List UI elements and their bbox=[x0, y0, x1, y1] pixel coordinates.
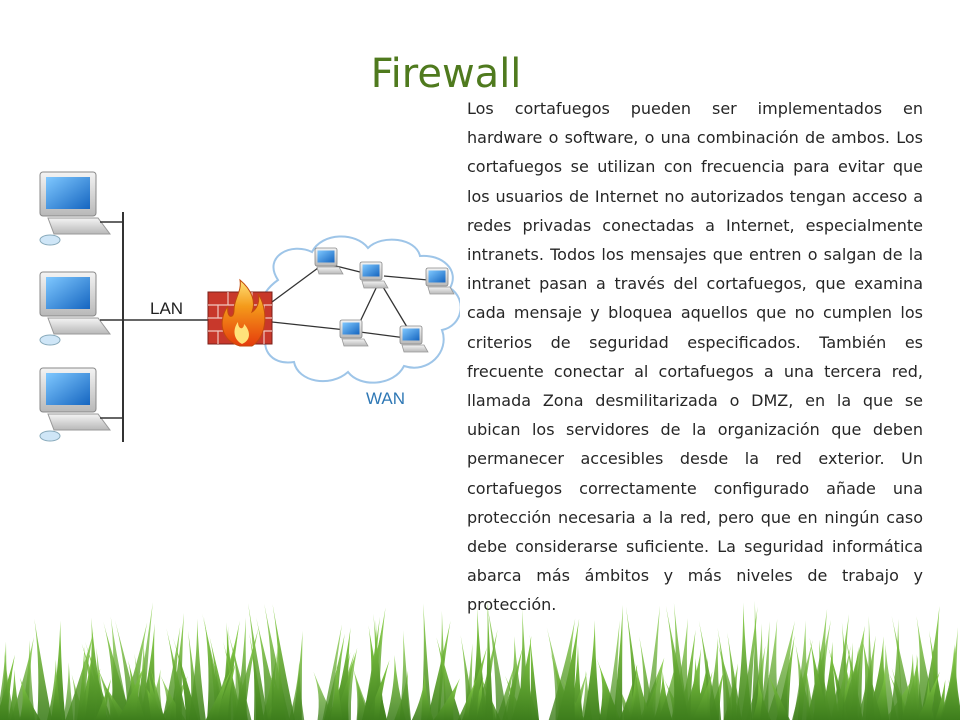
grass-blade bbox=[717, 642, 742, 720]
grass-blade bbox=[792, 639, 813, 720]
grass-blade bbox=[322, 624, 343, 720]
grass-blade bbox=[333, 647, 358, 720]
grass-blade bbox=[0, 641, 10, 720]
grass-blade bbox=[599, 664, 621, 720]
grass-blade bbox=[457, 679, 477, 720]
grass-blade bbox=[679, 629, 696, 720]
grass-blade bbox=[399, 630, 412, 720]
grass-blade bbox=[213, 661, 237, 720]
grass-blade bbox=[19, 677, 41, 720]
grass-blade bbox=[630, 663, 652, 720]
grass-blade bbox=[727, 632, 742, 720]
grass-blade bbox=[270, 630, 287, 720]
grass-blade bbox=[865, 615, 875, 720]
grass-blade bbox=[928, 630, 946, 720]
wan-label: WAN bbox=[366, 389, 405, 408]
lan-label: LAN bbox=[150, 299, 183, 318]
grass-blade bbox=[484, 600, 494, 720]
grass-blade bbox=[95, 678, 112, 720]
network-diagram: LAN bbox=[39, 171, 460, 442]
grass-blade bbox=[848, 626, 865, 720]
grass-blade bbox=[916, 616, 938, 720]
grass-blade bbox=[366, 660, 390, 720]
grass-blade bbox=[313, 671, 336, 720]
grass-blade bbox=[34, 618, 53, 720]
grass-blade bbox=[84, 617, 106, 720]
grass-blade bbox=[223, 641, 243, 720]
grass-blade bbox=[557, 618, 580, 720]
grass-blade bbox=[188, 618, 206, 720]
grass-blade bbox=[144, 669, 164, 720]
grass-blade bbox=[705, 637, 722, 720]
grass-blade bbox=[809, 637, 830, 720]
grass-blade bbox=[362, 616, 385, 720]
grass-blade bbox=[605, 620, 620, 720]
grass-blade bbox=[77, 646, 86, 720]
grass-blade bbox=[47, 659, 62, 720]
grass-blade bbox=[529, 634, 540, 720]
grass-blade bbox=[203, 617, 225, 720]
grass-blade bbox=[583, 620, 601, 720]
grass-blade bbox=[691, 671, 713, 720]
grass-blade bbox=[103, 621, 133, 720]
cloud-icon bbox=[258, 235, 460, 384]
body-paragraph: Los cortafuegos pueden ser implementados… bbox=[467, 99, 923, 615]
lan-computer-2-icon bbox=[39, 271, 111, 346]
grass-blade bbox=[248, 603, 269, 720]
grass-blade bbox=[96, 664, 121, 720]
firewall-icon bbox=[207, 278, 273, 347]
grass-blade bbox=[916, 671, 940, 720]
grass-blade bbox=[793, 620, 811, 720]
grass-blade bbox=[803, 657, 815, 720]
grass-blade bbox=[839, 625, 866, 720]
grass-blade bbox=[698, 620, 719, 720]
grass-blade bbox=[117, 665, 145, 720]
grass-blade bbox=[166, 628, 188, 720]
grass-blade bbox=[511, 635, 533, 720]
grass-blade bbox=[830, 614, 850, 720]
grass-blade bbox=[766, 671, 791, 720]
grass-blade bbox=[569, 671, 588, 720]
grass-blade bbox=[63, 662, 74, 720]
grass-blade bbox=[870, 670, 889, 720]
grass-blade bbox=[7, 669, 21, 720]
grass-blade bbox=[658, 651, 679, 720]
grass-blade bbox=[461, 647, 487, 720]
grass-blade bbox=[759, 621, 770, 720]
grass-blade bbox=[160, 675, 186, 720]
grass-blade bbox=[353, 668, 370, 720]
grass-blade bbox=[292, 630, 303, 720]
grass-decoration bbox=[0, 600, 960, 720]
grass-blade bbox=[833, 646, 851, 720]
lan-computer-1-icon bbox=[39, 171, 111, 246]
grass-blade bbox=[740, 606, 758, 720]
grass-blade bbox=[486, 602, 509, 720]
grass-blade bbox=[641, 658, 664, 720]
grass-blade bbox=[233, 628, 259, 720]
grass-blade bbox=[901, 653, 920, 720]
grass-blade bbox=[613, 604, 623, 720]
grass-blade bbox=[889, 618, 904, 720]
grass-blade bbox=[205, 670, 231, 720]
grass-blade bbox=[941, 645, 960, 720]
grass-blade bbox=[329, 664, 343, 720]
grass-blade bbox=[433, 678, 460, 720]
lan-computer-3-icon bbox=[39, 367, 111, 442]
grass-blade bbox=[665, 605, 690, 720]
slide-title: Firewall bbox=[370, 50, 522, 97]
grass-blade bbox=[411, 673, 434, 720]
